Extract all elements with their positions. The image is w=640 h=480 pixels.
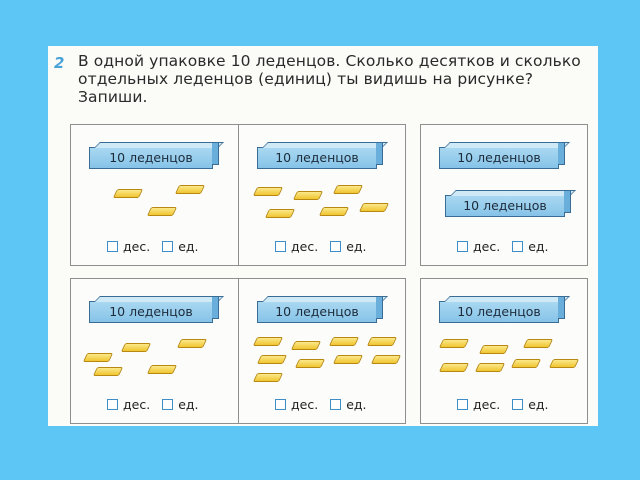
units-answer-box[interactable] (330, 399, 342, 410)
units-label: ед. (178, 397, 199, 412)
candy (252, 337, 284, 346)
package-label: 10 леденцов (275, 304, 359, 319)
answer-row: дес. ед. (275, 397, 367, 412)
exercise-cell: 10 леденцов дес. ед. (70, 124, 242, 266)
candy (112, 189, 144, 198)
units-answer-box[interactable] (330, 241, 342, 252)
candy (366, 337, 398, 346)
candy (146, 207, 178, 216)
candy (252, 373, 284, 382)
candy (174, 185, 206, 194)
units-label: ед. (346, 397, 367, 412)
task-text: В одной упаковке 10 леденцов. Сколько де… (78, 52, 581, 106)
package-label: 10 леденцов (457, 304, 541, 319)
tens-answer-box[interactable] (457, 241, 468, 252)
candy (438, 339, 470, 348)
answer-row: дес. ед. (457, 397, 549, 412)
candy-package: 10 леденцов (439, 142, 570, 169)
units-label: ед. (528, 239, 549, 254)
candy (438, 363, 470, 372)
candy (264, 209, 296, 218)
candy (176, 339, 208, 348)
candy (478, 345, 510, 354)
exercise-cell: 10 леденцов дес. ед. (70, 278, 242, 424)
exercise-cell: 10 леденцов 10 леденцов дес. ед. (420, 124, 588, 266)
answer-row: дес. ед. (457, 239, 549, 254)
package-label: 10 леденцов (275, 150, 359, 165)
package-label: 10 леденцов (109, 304, 193, 319)
candy (256, 355, 288, 364)
units-label: ед. (346, 239, 367, 254)
candy (252, 187, 284, 196)
tens-answer-box[interactable] (275, 241, 286, 252)
candy (358, 203, 390, 212)
package-label: 10 леденцов (109, 150, 193, 165)
candy (290, 341, 322, 350)
candy (82, 353, 114, 362)
units-label: ед. (178, 239, 199, 254)
units-answer-box[interactable] (162, 399, 174, 410)
candy (294, 359, 326, 368)
textbook-page: 2 В одной упаковке 10 леденцов. Сколько … (48, 46, 598, 426)
tens-label: дес. (473, 239, 501, 254)
candy (332, 355, 364, 364)
candy-package: 10 леденцов (257, 142, 388, 169)
tens-label: дес. (291, 397, 319, 412)
exercise-cell: 10 леденцов дес. ед. (238, 278, 406, 424)
candy-package: 10 леденцов (257, 296, 388, 323)
tens-label: дес. (123, 397, 151, 412)
candy (370, 355, 402, 364)
candy (92, 367, 124, 376)
package-label: 10 леденцов (457, 150, 541, 165)
exercise-cell: 10 леденцов дес. ед. (238, 124, 406, 266)
candy-package: 10 леденцов (89, 296, 224, 323)
candy (328, 337, 360, 346)
answer-row: дес. ед. (107, 397, 199, 412)
candy (332, 185, 364, 194)
candy-package: 10 леденцов (439, 296, 570, 323)
answer-row: дес. ед. (275, 239, 367, 254)
package-label: 10 леденцов (463, 198, 547, 213)
tens-answer-box[interactable] (457, 399, 468, 410)
candy-package: 10 леденцов (445, 190, 576, 217)
candy (120, 343, 152, 352)
candy (146, 365, 178, 374)
candy (510, 359, 542, 368)
task-number: 2 (54, 54, 65, 72)
candy (292, 191, 324, 200)
candy-package: 10 леденцов (89, 142, 224, 169)
candy (318, 207, 350, 216)
candy (548, 359, 580, 368)
exercise-cell: 10 леденцов дес. ед. (420, 278, 588, 424)
tens-label: дес. (291, 239, 319, 254)
candy (522, 339, 554, 348)
units-label: ед. (528, 397, 549, 412)
tens-label: дес. (473, 397, 501, 412)
tens-answer-box[interactable] (107, 241, 118, 252)
units-answer-box[interactable] (512, 399, 524, 410)
candy (474, 363, 506, 372)
tens-label: дес. (123, 239, 151, 254)
tens-answer-box[interactable] (107, 399, 118, 410)
units-answer-box[interactable] (512, 241, 524, 252)
answer-row: дес. ед. (107, 239, 199, 254)
tens-answer-box[interactable] (275, 399, 286, 410)
units-answer-box[interactable] (162, 241, 174, 252)
